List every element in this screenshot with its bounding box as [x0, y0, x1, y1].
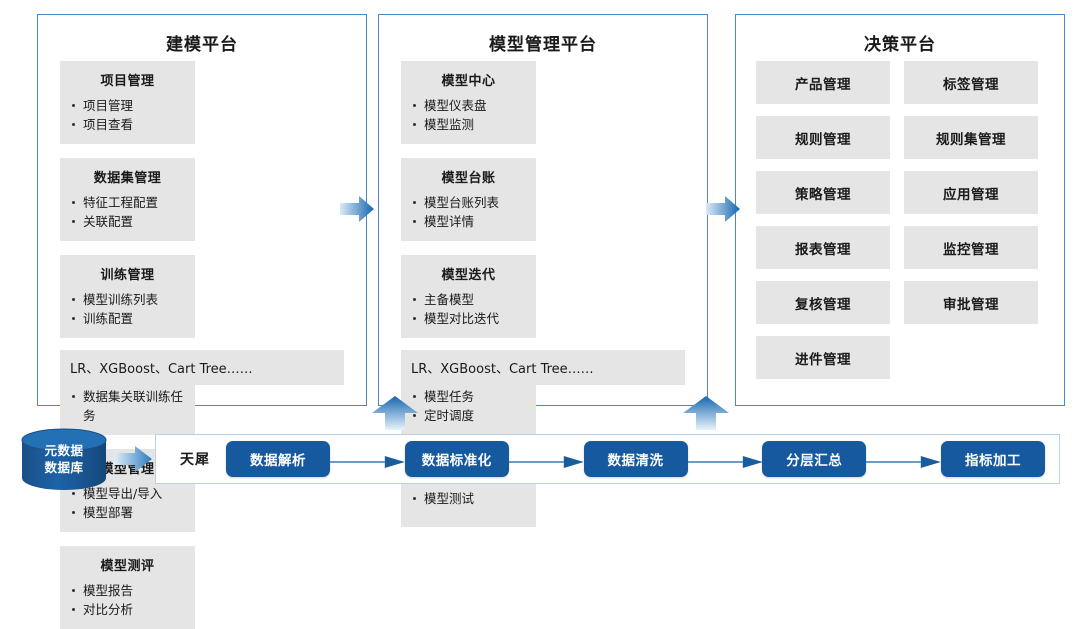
list-item[interactable]: 模型详情	[411, 212, 526, 231]
list-item[interactable]: 模型导出/导入	[70, 484, 185, 503]
algorithm-footnote-modeling: LR、XGBoost、Cart Tree……	[60, 350, 344, 385]
panel-modeling-platform: 建模平台 项目管理 项目管理 项目查看 数据集管理 特征工程配置 关联配置	[37, 14, 367, 629]
list-item[interactable]: 对比分析	[70, 600, 185, 619]
pipeline-step-parse[interactable]: 数据解析	[226, 441, 330, 477]
card-title: 模型迭代	[441, 268, 496, 283]
arrow-right-icon	[340, 196, 374, 222]
card-title: 数据集管理	[93, 171, 162, 186]
card-project-management[interactable]: 项目管理 项目管理 项目查看	[60, 61, 195, 144]
card-item-list: 数据集关联训练任务	[70, 387, 185, 425]
pipeline-step-clean[interactable]: 数据清洗	[583, 441, 688, 477]
tile-report-management[interactable]: 报表管理	[756, 226, 890, 269]
card-item-list: 主备模型 模型对比迭代	[411, 290, 526, 328]
architecture-diagram: 建模平台 项目管理 项目管理 项目查看 数据集管理 特征工程配置 关联配置	[18, 14, 1065, 629]
arrow-up-icon	[683, 396, 729, 430]
list-item[interactable]: 模型部署	[70, 503, 185, 522]
algorithm-footnote-model-management: LR、XGBoost、Cart Tree……	[401, 350, 685, 385]
pipeline-step-standardize[interactable]: 数据标准化	[404, 441, 509, 477]
tile-application-management[interactable]: 应用管理	[904, 171, 1038, 214]
card-model-evaluation[interactable]: 模型测评 模型报告 对比分析	[60, 546, 195, 629]
list-item[interactable]: 关联配置	[70, 212, 185, 231]
arrow-right-icon	[687, 456, 763, 468]
card-model-center[interactable]: 模型中心 模型仪表盘 模型监测	[401, 61, 536, 144]
list-item[interactable]: 定时调度	[411, 406, 526, 425]
arrow-right-icon	[114, 446, 152, 472]
card-title: 模型测评	[100, 559, 155, 574]
arrow-right-icon	[330, 456, 405, 468]
card-training-management[interactable]: 训练管理 模型训练列表 训练配置	[60, 255, 195, 338]
list-item[interactable]: 项目查看	[70, 115, 185, 134]
card-title: 模型台账	[441, 171, 496, 186]
list-item[interactable]: 模型测试	[411, 489, 526, 508]
card-item-list: 项目管理 项目查看	[70, 96, 185, 134]
pipeline-connector-arrow	[330, 453, 405, 468]
arrow-right-icon	[706, 196, 740, 222]
pipeline-connector-arrow	[508, 453, 584, 468]
list-item[interactable]: 模型台账列表	[411, 193, 526, 212]
card-title: 训练管理	[100, 268, 155, 283]
tile-review-management[interactable]: 复核管理	[756, 281, 890, 324]
pipeline-connector-arrow	[866, 453, 941, 468]
arrow-up-icon	[372, 396, 418, 430]
pipeline-label: 天犀	[180, 452, 210, 468]
card-dataset-management[interactable]: 数据集管理 特征工程配置 关联配置	[60, 158, 195, 241]
card-title: 项目管理	[100, 74, 155, 89]
card-item-list: 模型报告 对比分析	[70, 581, 185, 619]
pipeline-steps: 数据解析 数据标准化 数据清洗 分	[226, 441, 1059, 477]
panel-body-decision: 产品管理 标签管理 规则管理 规则集管理 策略管理 应用管理 报表管理 监控管理…	[736, 61, 1064, 379]
tile-product-management[interactable]: 产品管理	[756, 61, 890, 104]
list-item[interactable]: 主备模型	[411, 290, 526, 309]
arrow-right-icon	[508, 456, 584, 468]
pipeline-connector-arrow	[687, 453, 763, 468]
pipeline-step-indicator[interactable]: 指标加工	[941, 441, 1045, 477]
list-item[interactable]: 项目管理	[70, 96, 185, 115]
card-model-iteration[interactable]: 模型迭代 主备模型 模型对比迭代	[401, 255, 536, 338]
tile-ruleset-management[interactable]: 规则集管理	[904, 116, 1038, 159]
list-item[interactable]: 特征工程配置	[70, 193, 185, 212]
list-item[interactable]: 数据集关联训练任务	[70, 387, 185, 425]
card-title: 模型中心	[441, 74, 496, 89]
list-item[interactable]: 模型任务	[411, 387, 526, 406]
tile-grid-decision: 产品管理 标签管理 规则管理 规则集管理 策略管理 应用管理 报表管理 监控管理…	[736, 61, 1064, 379]
tile-strategy-management[interactable]: 策略管理	[756, 171, 890, 214]
arrow-right-icon	[866, 456, 941, 468]
card-item-list: 模型任务 定时调度	[411, 387, 526, 425]
list-item[interactable]: 训练配置	[70, 309, 185, 328]
card-item-list: 模型测试	[411, 489, 526, 508]
panel-title-decision: 决策平台	[864, 35, 936, 55]
list-item[interactable]: 模型对比迭代	[411, 309, 526, 328]
card-item-list: 模型训练列表 训练配置	[70, 290, 185, 328]
card-item-list: 特征工程配置 关联配置	[70, 193, 185, 231]
card-item-list: 模型仪表盘 模型监测	[411, 96, 526, 134]
list-item[interactable]: 模型仪表盘	[411, 96, 526, 115]
card-grid-modeling: 项目管理 项目管理 项目查看 数据集管理 特征工程配置 关联配置 训练管理	[38, 61, 366, 629]
card-item-list: 模型台账列表 模型详情	[411, 193, 526, 231]
card-grid-model-management: 模型中心 模型仪表盘 模型监测 模型台账 模型台账列表 模型详情 模型迭代	[379, 61, 707, 527]
tile-approval-management[interactable]: 审批管理	[904, 281, 1038, 324]
tile-label-management[interactable]: 标签管理	[904, 61, 1038, 104]
card-model-ledger[interactable]: 模型台账 模型台账列表 模型详情	[401, 158, 536, 241]
panel-title-modeling: 建模平台	[166, 35, 238, 55]
panel-title-model-management: 模型管理平台	[489, 35, 597, 55]
list-item[interactable]: 模型报告	[70, 581, 185, 600]
data-pipeline-bar: 天犀 数据解析 数据标准化 数据清洗	[155, 434, 1060, 484]
pipeline-step-aggregate[interactable]: 分层汇总	[762, 441, 867, 477]
metadata-database-cylinder[interactable]: 元数据 数据库	[18, 428, 110, 490]
panel-body-model-management: 模型中心 模型仪表盘 模型监测 模型台账 模型台账列表 模型详情 模型迭代	[379, 61, 707, 527]
database-icon	[21, 428, 107, 490]
panel-body-modeling: 项目管理 项目管理 项目查看 数据集管理 特征工程配置 关联配置 训练管理	[38, 61, 366, 629]
panel-model-management-platform: 模型管理平台 模型中心 模型仪表盘 模型监测 模型台账 模型台账列表 模型详情	[378, 14, 708, 527]
list-item[interactable]: 模型监测	[411, 115, 526, 134]
tile-rule-management[interactable]: 规则管理	[756, 116, 890, 159]
list-item[interactable]: 模型训练列表	[70, 290, 185, 309]
tile-intake-management[interactable]: 进件管理	[756, 336, 890, 379]
panel-decision-platform: 决策平台 产品管理 标签管理 规则管理 规则集管理 策略管理 应用管理 报表管理…	[735, 14, 1065, 406]
tile-monitoring-management[interactable]: 监控管理	[904, 226, 1038, 269]
